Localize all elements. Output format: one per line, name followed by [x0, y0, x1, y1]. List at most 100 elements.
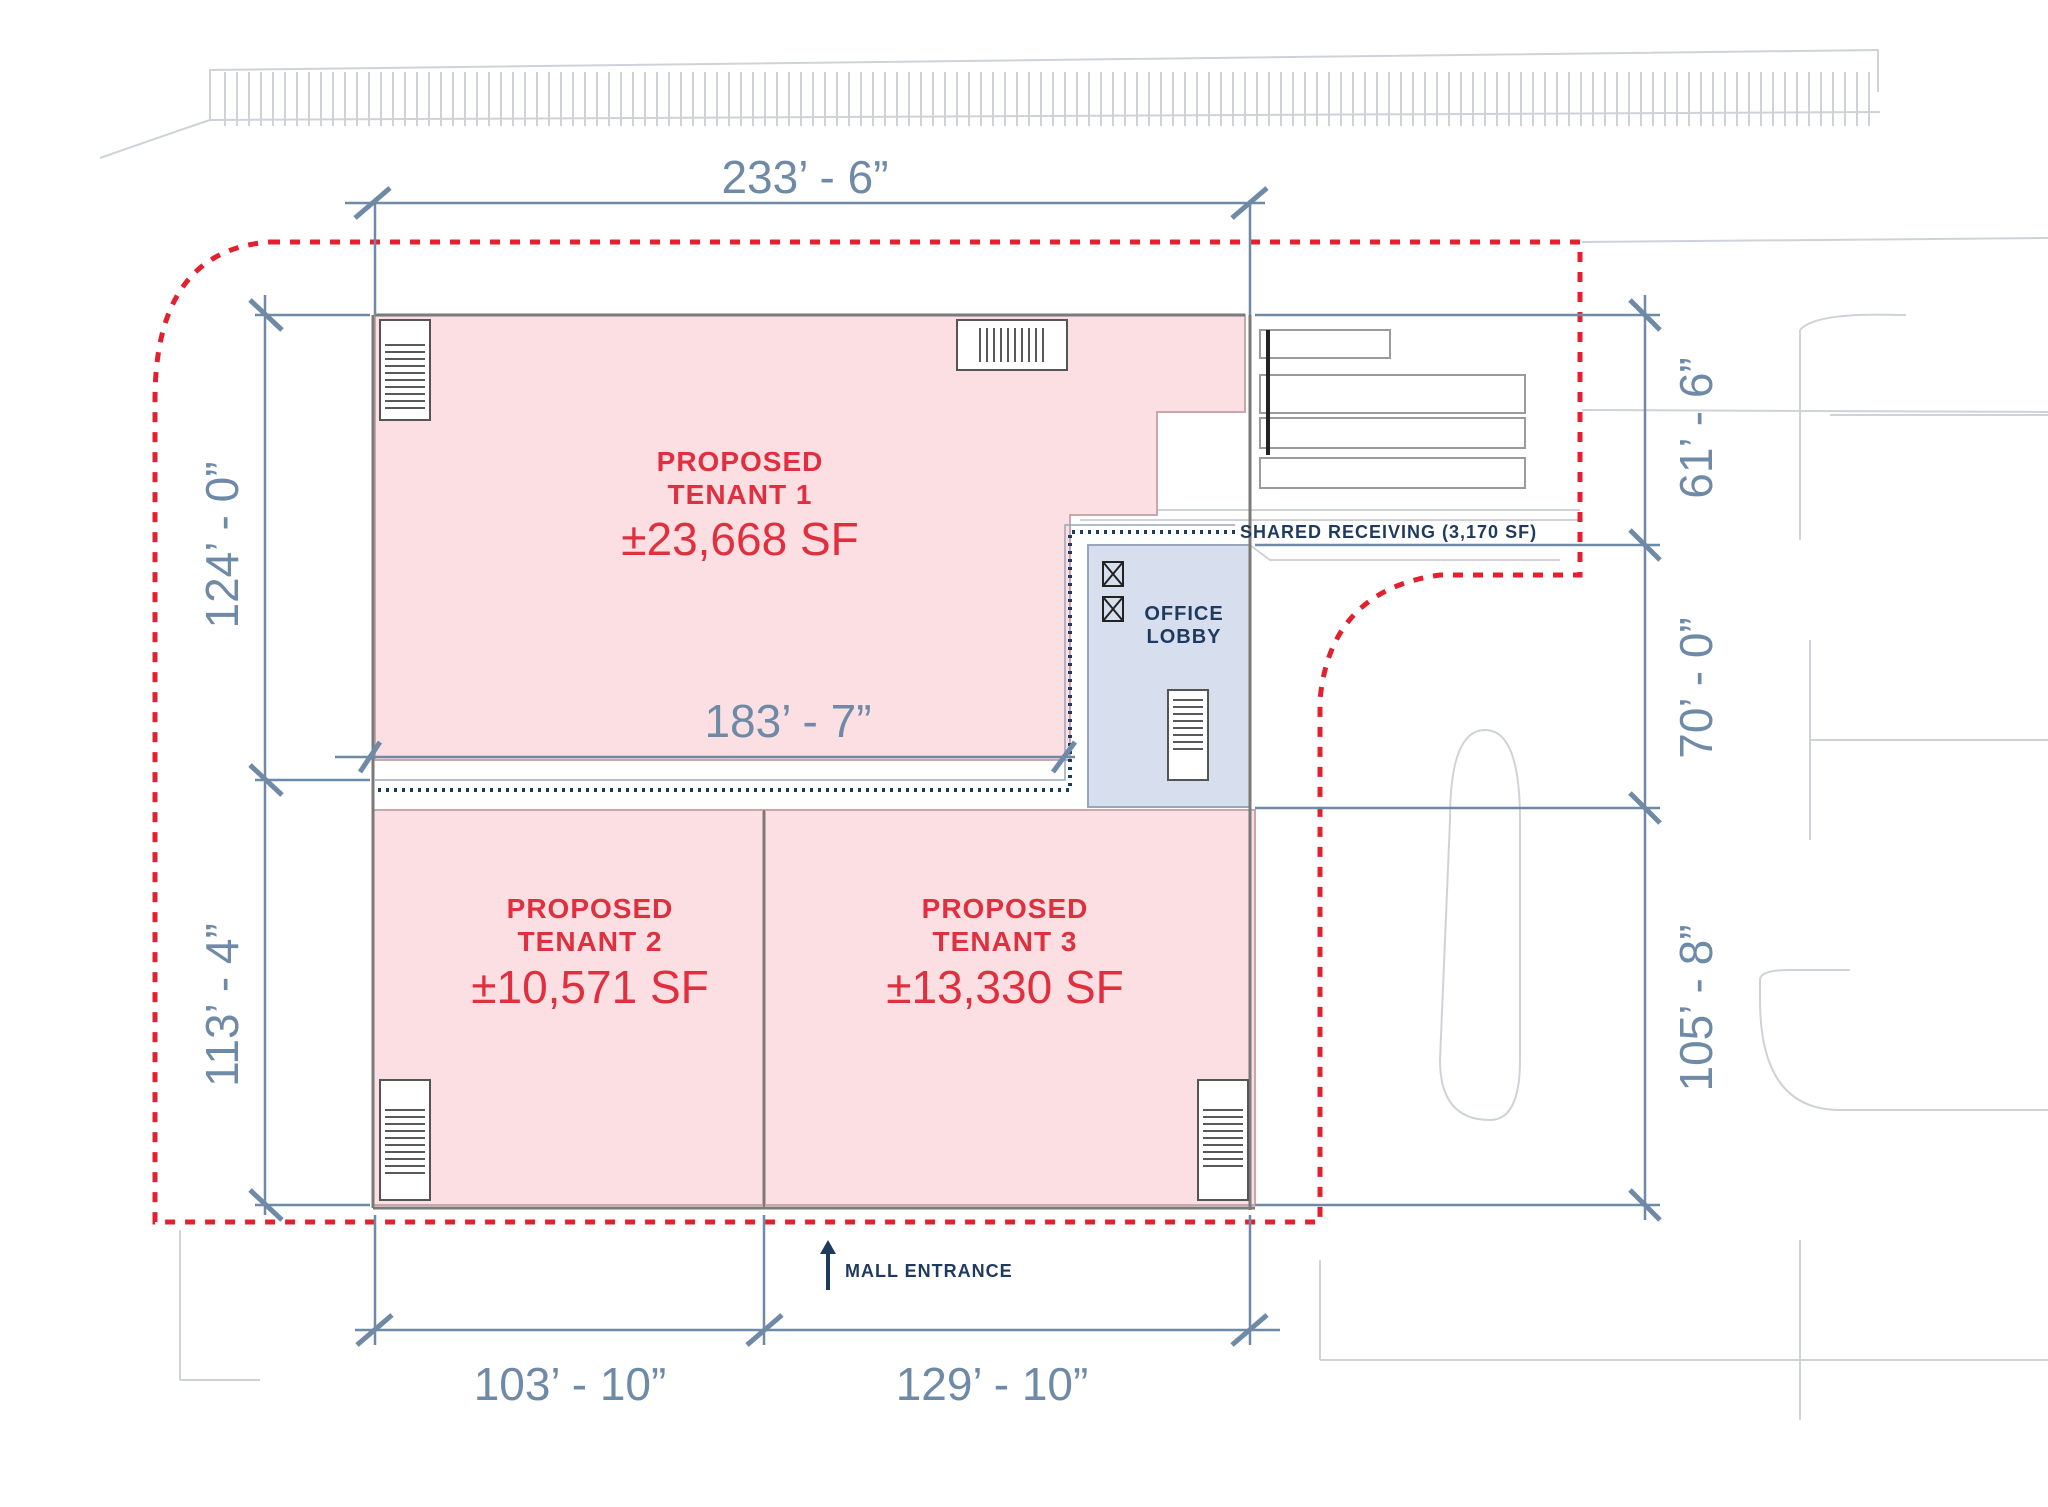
parking-stall-line	[1448, 72, 1462, 126]
parking-stall-line	[1232, 72, 1246, 126]
parking-stall-line	[1352, 72, 1366, 126]
dimension-lines	[255, 200, 1660, 1345]
parking-stall-line	[1784, 72, 1798, 126]
stair-treads	[385, 328, 1243, 1174]
tenant-3-area[interactable]	[764, 809, 1256, 1206]
parking-stall-line	[1592, 72, 1606, 126]
stair-core	[379, 319, 1249, 1201]
parking-stall-line	[296, 72, 310, 126]
dim-right-bottom: 105’ - 8”	[1670, 924, 1722, 1091]
parking-stall-line	[1640, 72, 1654, 126]
parking-stall-line	[872, 72, 886, 126]
building	[371, 313, 1256, 1210]
parking-stall-line	[632, 72, 646, 126]
parking-stall-line	[1184, 72, 1198, 126]
shared-receiving-label: SHARED RECEIVING (3,170 SF)	[1240, 522, 1537, 542]
parking-stall-line	[896, 72, 910, 126]
parking-stall-line	[1568, 72, 1582, 126]
dim-bottom-left: 103’ - 10”	[474, 1358, 667, 1410]
parking-stall-line	[1856, 72, 1870, 126]
parking-stall-line	[1016, 72, 1030, 126]
parking-stall-line	[344, 72, 358, 126]
parking-stall-line	[728, 72, 742, 126]
dim-bottom-right: 129’ - 10”	[896, 1358, 1089, 1410]
parking-stall-line	[1160, 72, 1174, 126]
tenant-1-label-line2: TENANT 1	[668, 479, 813, 510]
office-lobby-label-line1: OFFICE	[1144, 603, 1223, 625]
dim-inner-width: 183’ - 7”	[704, 695, 871, 747]
property-boundary	[152, 239, 1583, 1225]
parking-stall-line	[1136, 72, 1150, 126]
parking-stall-line	[368, 72, 382, 126]
parking-stall-line	[656, 72, 670, 126]
parking-stall-line	[1400, 72, 1414, 126]
parking-stall-line	[440, 72, 454, 126]
parking-stall-line	[224, 72, 238, 126]
parking-stall-line	[1688, 72, 1702, 126]
parking-stall-line	[1256, 72, 1270, 126]
tenant-3-label-line2: TENANT 3	[933, 926, 1078, 957]
parking-stall-line	[560, 72, 574, 126]
parking-stall-line	[1040, 72, 1054, 126]
parking-stall-line	[1760, 72, 1774, 126]
parking-stall-line	[752, 72, 766, 126]
tenant-3-area-value: ±13,330 SF	[886, 961, 1124, 1013]
tenant-1-label-line1: PROPOSED	[657, 446, 824, 477]
parking-stall-line	[1616, 72, 1630, 126]
parking-stall-line	[1424, 72, 1438, 126]
dim-top-width: 233’ - 6”	[721, 151, 888, 203]
parking-stall-line	[464, 72, 478, 126]
tenant-2-area-value: ±10,571 SF	[471, 961, 709, 1013]
parking-stall-line	[1832, 72, 1846, 126]
parking-stall-line	[488, 72, 502, 126]
elevator-icon	[1102, 561, 1124, 622]
tenant-1-area[interactable]	[374, 314, 1246, 761]
dim-left-upper: 124’ - 0”	[196, 461, 248, 628]
parking-stall-line	[1328, 72, 1342, 126]
parking-stall-line	[536, 72, 550, 126]
parking-stall-line	[1544, 72, 1558, 126]
dim-right-top: 61’ - 6”	[1670, 357, 1722, 498]
parking-stall-line	[1088, 72, 1102, 126]
parking-stall-line	[680, 72, 694, 126]
parking-stall-line	[824, 72, 838, 126]
tenant-1-area-value: ±23,668 SF	[621, 513, 859, 565]
parking-stall-line	[1064, 72, 1078, 126]
parking-stall-line	[1736, 72, 1750, 126]
dim-left-lower: 113’ - 4”	[196, 923, 248, 1087]
parking-stall-line	[584, 72, 598, 126]
parking-stall-line	[800, 72, 814, 126]
parking-stall-line	[1496, 72, 1510, 126]
parking-stall-line	[704, 72, 718, 126]
parking-stall-line	[920, 72, 934, 126]
parking-stall-line	[320, 72, 334, 126]
parking-stall-line	[512, 72, 526, 126]
parking-stall-line	[1280, 72, 1294, 126]
shared-receiving-corridor	[375, 530, 1235, 792]
parking-stalls	[224, 72, 1870, 126]
mall-entrance-label: MALL ENTRANCE	[845, 1261, 1013, 1281]
tenant-2-label-line2: TENANT 2	[518, 926, 663, 957]
arrow-up-icon	[820, 1240, 836, 1290]
parking-stall-line	[1664, 72, 1678, 126]
parking-stall-line	[1376, 72, 1390, 126]
tenant-2-area[interactable]	[372, 809, 764, 1206]
parking-stall-line	[272, 72, 286, 126]
dim-right-middle: 70’ - 0”	[1670, 617, 1722, 758]
loading-docks	[1259, 329, 1526, 489]
dimension-ticks	[248, 186, 1662, 1347]
parking-stall-line	[1712, 72, 1726, 126]
parking-stall-line	[1472, 72, 1486, 126]
parking-stall-line	[968, 72, 982, 126]
parking-stall-line	[1112, 72, 1126, 126]
parking-stall-line	[1304, 72, 1318, 126]
tenant-3-label-line1: PROPOSED	[922, 893, 1089, 924]
parking-stall-line	[992, 72, 1006, 126]
parking-stall-line	[608, 72, 622, 126]
parking-stall-line	[392, 72, 406, 126]
parking-stall-line	[416, 72, 430, 126]
parking-stall-line	[1208, 72, 1222, 126]
parking-stall-line	[848, 72, 862, 126]
